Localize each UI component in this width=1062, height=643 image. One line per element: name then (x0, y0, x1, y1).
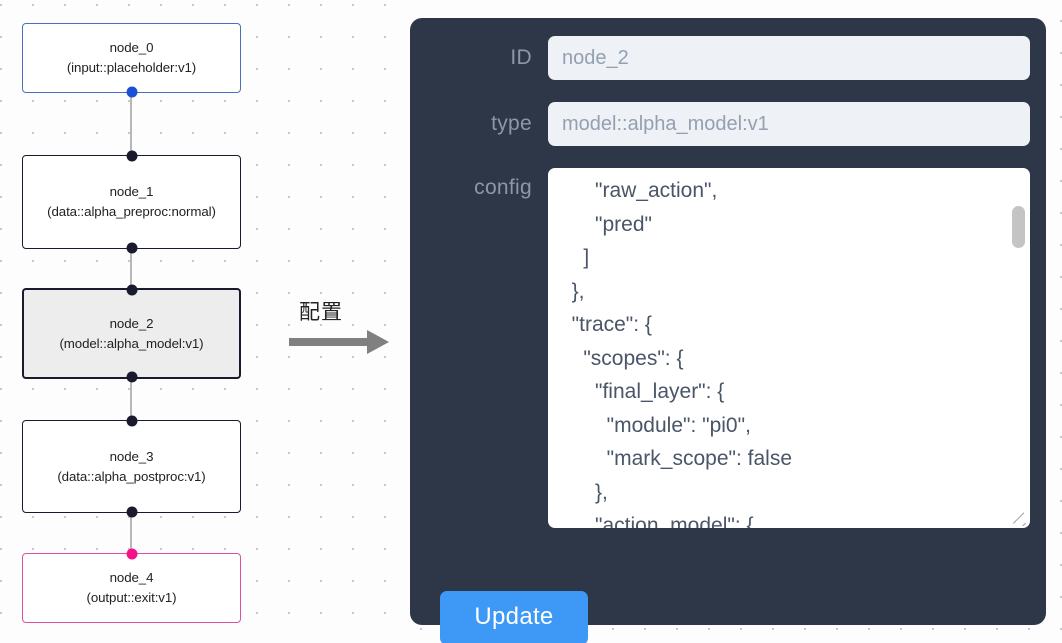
node-graph-canvas[interactable]: node_0 (input::placeholder:v1) node_1 (d… (0, 0, 400, 643)
node-subtitle: (output::exit:v1) (86, 590, 177, 605)
edge-node1-node2 (130, 249, 132, 288)
config-scrollbar-track[interactable] (1011, 174, 1026, 522)
field-row-type: type (426, 102, 1030, 146)
config-field-label: config (474, 176, 532, 199)
node-subtitle: (data::alpha_postproc:v1) (57, 468, 206, 484)
node-handle-bottom[interactable] (126, 506, 137, 518)
node-subtitle: (data::alpha_preproc:normal) (47, 204, 216, 219)
node-handle-bottom[interactable] (126, 86, 137, 98)
graph-node-node_0[interactable]: node_0 (input::placeholder:v1) (22, 23, 241, 98)
config-scrollbar-thumb[interactable] (1012, 206, 1025, 248)
edge-node0-node1 (130, 93, 132, 155)
node-handle-top[interactable] (126, 150, 137, 162)
node-handle-bottom[interactable] (126, 242, 137, 254)
graph-node-node_3[interactable]: node_3 (data::alpha_postproc:v1) (22, 415, 241, 518)
graph-node-node_2[interactable]: node_2 (model::alpha_model:v1) (22, 284, 241, 383)
node-title: node_0 (109, 40, 154, 55)
inspector-canvas: ID type config "raw_action", "pred" ] },… (400, 0, 1062, 643)
node-inspector-panel: ID type config "raw_action", "pred" ] },… (410, 18, 1046, 643)
config-resize-handle-icon[interactable] (1012, 510, 1028, 526)
field-row-id: ID (426, 36, 1030, 80)
annotation-arrow-group: 配置 (289, 296, 393, 358)
id-input[interactable] (548, 36, 1030, 80)
graph-node-node_4[interactable]: node_4 (output::exit:v1) (22, 548, 241, 623)
annotation-label: 配置 (299, 300, 343, 324)
type-field-label: type (491, 112, 532, 135)
field-row-config: config "raw_action", "pred" ] }, "trace"… (426, 168, 1030, 528)
type-input[interactable] (548, 102, 1030, 146)
node-handle-top[interactable] (126, 284, 137, 296)
arrow-head-icon (367, 330, 389, 354)
node-handle-bottom[interactable] (126, 371, 137, 383)
node-title: node_1 (109, 184, 154, 199)
config-textarea[interactable]: "raw_action", "pred" ] }, "trace": { "sc… (548, 168, 1030, 528)
node-handle-top[interactable] (126, 548, 137, 560)
node-subtitle: (input::placeholder:v1) (66, 60, 197, 75)
edge-node2-node3 (130, 379, 132, 420)
config-textarea-wrap: "raw_action", "pred" ] }, "trace": { "sc… (548, 168, 1030, 528)
graph-node-node_1[interactable]: node_1 (data::alpha_preproc:normal) (22, 150, 241, 254)
node-title: node_3 (109, 448, 154, 464)
node-title: node_4 (109, 570, 154, 585)
update-button[interactable]: Update (440, 591, 588, 643)
node-title: node_2 (109, 315, 154, 331)
node-subtitle: (model::alpha_model:v1) (59, 335, 204, 351)
node-handle-top[interactable] (126, 415, 137, 427)
id-field-label: ID (510, 46, 532, 69)
edge-node3-node4 (130, 513, 132, 553)
arrow-right-icon (289, 338, 369, 346)
